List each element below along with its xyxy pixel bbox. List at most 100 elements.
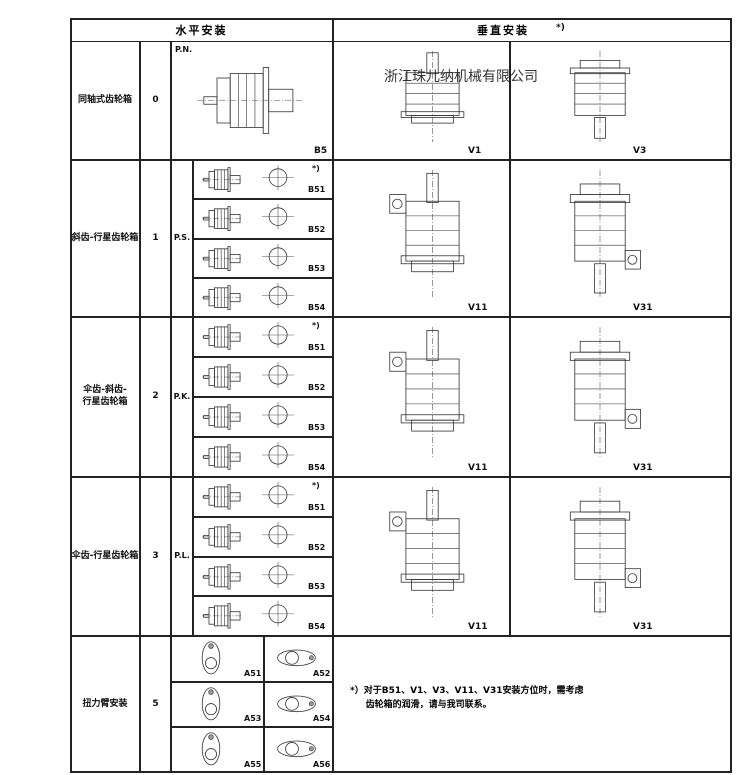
position-label: V3	[633, 146, 647, 156]
vertical-cell	[510, 160, 732, 317]
flange-end-view	[262, 322, 294, 348]
gearbox-vertical-drawing	[400, 51, 465, 142]
torque-arm-label: A52	[313, 668, 331, 678]
torque-arm-drawing	[277, 740, 316, 758]
flange-end-view	[262, 165, 294, 191]
torque-arm-cell	[171, 636, 264, 682]
position-label: B51	[308, 185, 326, 195]
footnote-mark: *)	[312, 481, 320, 490]
position-label: B5	[314, 146, 328, 156]
gearbox-horizontal-drawing	[202, 364, 243, 390]
torque-arm-cell	[171, 681, 264, 728]
vertical-cell	[510, 317, 732, 477]
horizontal-subcell	[193, 477, 333, 517]
flange-end-view	[262, 282, 294, 308]
horizontal-subcell	[193, 596, 333, 636]
torque-arm-cell	[264, 636, 333, 682]
flange-end-view	[262, 521, 294, 548]
flange-end-view	[262, 561, 294, 588]
type-code-cell	[171, 317, 193, 477]
gearbox-vertical-drawing	[389, 487, 465, 618]
horizontal-subcell	[193, 199, 333, 239]
gearbox-horizontal-drawing	[202, 167, 243, 193]
torque-arm-label: A53	[244, 714, 262, 724]
row-label: 同轴式齿轮箱	[77, 94, 132, 105]
header-vertical-label: 垂直安装	[477, 24, 529, 37]
position-label: B53	[308, 582, 326, 592]
position-label: B51	[308, 343, 326, 352]
position-label: V1	[468, 146, 482, 156]
horizontal-subcell	[193, 357, 333, 397]
position-label: V31	[633, 303, 653, 313]
torque-arm-drawing	[201, 732, 221, 766]
gearbox-vertical-drawing	[569, 170, 641, 299]
row-num-cell	[140, 477, 171, 636]
gearbox-horizontal-drawing	[202, 444, 243, 470]
torque-arm-drawing	[277, 695, 316, 712]
vertical-cell	[510, 41, 732, 160]
gearbox-vertical-drawing	[569, 51, 631, 142]
gearbox-horizontal-drawing	[202, 524, 243, 550]
torque-arm-cell	[264, 727, 333, 773]
footnote-cell	[333, 636, 732, 773]
type-code: P.L.	[174, 551, 190, 561]
position-label: B54	[308, 463, 326, 472]
torque-arm-label: A56	[313, 760, 331, 769]
torque-arm-cell	[171, 727, 264, 773]
gearbox-horizontal-drawing	[202, 245, 243, 271]
vertical-cell	[333, 41, 510, 160]
flange-end-view	[262, 204, 294, 230]
row-number: 5	[152, 698, 159, 709]
row-label: 伞齿-行星齿轮箱	[71, 550, 139, 561]
row-label: 扭力臂安装	[82, 698, 128, 709]
horizontal-subcell	[193, 160, 333, 200]
footnote-mark: *)	[312, 321, 320, 330]
position-label: B52	[308, 383, 326, 392]
flange-end-view	[262, 402, 294, 428]
position-label: V31	[633, 463, 653, 473]
type-code: P.K.	[173, 391, 191, 401]
position-label: V11	[468, 303, 488, 313]
row-num-cell	[140, 317, 171, 477]
torque-arm-drawing	[277, 649, 316, 667]
row-num-cell	[140, 636, 171, 773]
gearbox-horizontal-drawing	[202, 206, 243, 232]
position-label: B53	[308, 263, 326, 273]
gearbox-horizontal-drawing	[202, 284, 243, 310]
row-label: 伞齿-斜齿- 行星齿轮箱	[82, 385, 128, 407]
row-label-cell	[70, 317, 140, 477]
position-label: B53	[308, 423, 326, 432]
gearbox-horizontal-drawing	[202, 324, 243, 350]
torque-arm-cell	[264, 681, 333, 728]
horizontal-subcell	[193, 516, 333, 557]
position-label: B54	[308, 622, 326, 631]
gearbox-horizontal-drawing	[202, 563, 243, 589]
torque-arm-label: A54	[313, 714, 331, 724]
position-label: B52	[308, 542, 326, 552]
gearbox-horizontal-drawing	[202, 603, 243, 629]
gearbox-vertical-drawing	[389, 170, 465, 299]
type-code: P.S.	[173, 233, 191, 243]
horizontal-subcell	[193, 437, 333, 477]
position-label: V31	[633, 622, 653, 632]
flange-end-view	[262, 362, 294, 388]
horizontal-cell	[171, 41, 333, 160]
position-label: B54	[308, 303, 326, 312]
flange-end-view	[262, 243, 294, 269]
horizontal-subcell	[193, 556, 333, 597]
footnote: *）对于B51、V1、V3、V11、V31安装方位时，需考虑 齿轮箱的润滑，请与…	[350, 686, 584, 710]
row-label-cell	[70, 160, 140, 317]
flange-end-view	[262, 482, 294, 508]
torque-arm-drawing	[201, 687, 221, 720]
row-num-cell	[140, 41, 171, 160]
position-label: V11	[468, 463, 488, 473]
row-label-cell	[70, 636, 140, 773]
row-number: 0	[152, 94, 159, 105]
row-label: 斜齿-行星齿轮箱	[71, 232, 139, 243]
header-vertical-mark: *)	[556, 23, 565, 33]
row-number: 1	[152, 232, 159, 243]
position-label: B52	[308, 224, 326, 234]
footnote-mark: *)	[312, 164, 320, 173]
gearbox-vertical-drawing	[569, 327, 641, 459]
